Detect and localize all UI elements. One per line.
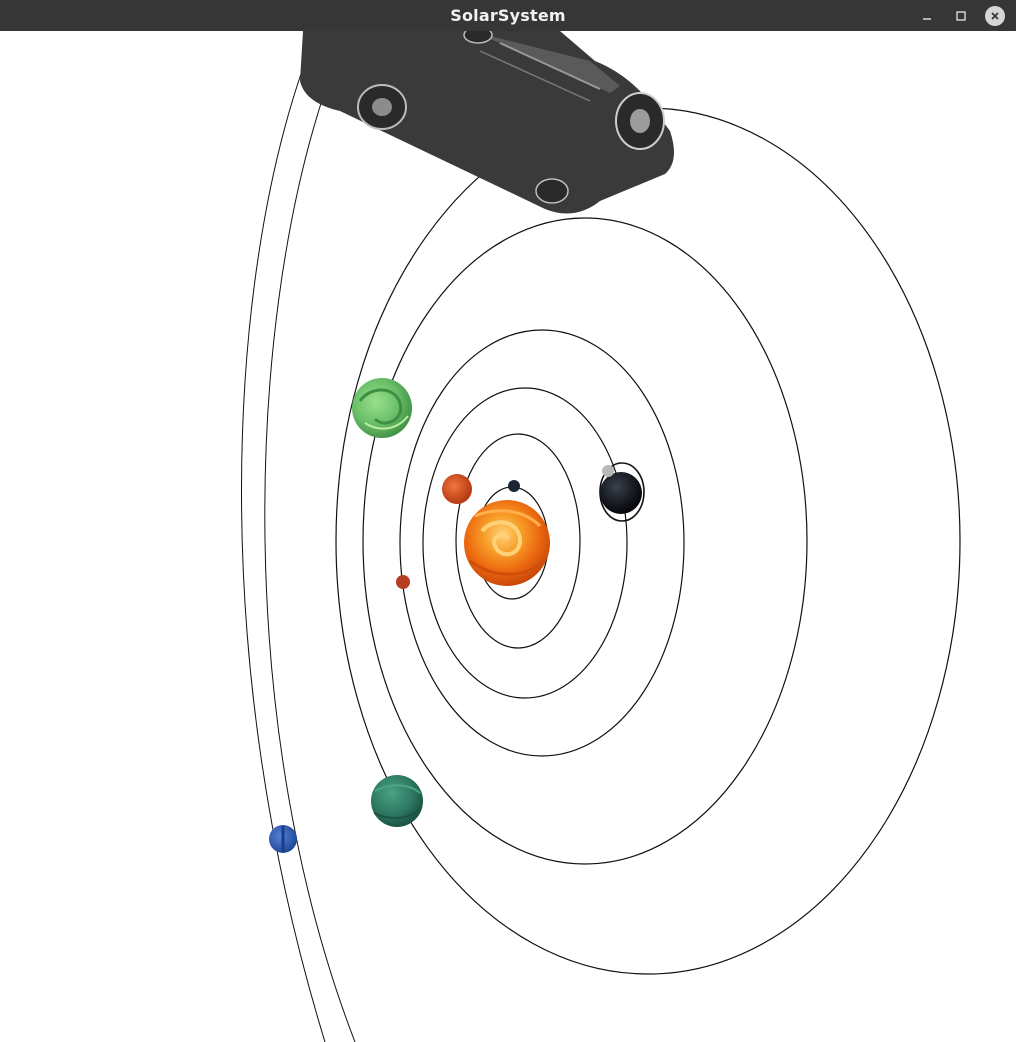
orbit-neptune-outer bbox=[264, 90, 356, 1042]
car-wheel-rear-hub bbox=[372, 98, 392, 116]
planet-mars[interactable] bbox=[600, 472, 642, 514]
window-controls bbox=[912, 0, 1010, 31]
maximize-icon bbox=[956, 10, 966, 21]
saturn-band bbox=[374, 784, 421, 794]
car-wheel-top bbox=[463, 31, 493, 44]
title-bar[interactable]: SolarSystem bbox=[0, 0, 1016, 31]
moon[interactable] bbox=[602, 465, 614, 477]
close-button[interactable] bbox=[980, 4, 1010, 28]
saturn-body bbox=[371, 775, 423, 827]
sun-body bbox=[464, 500, 550, 586]
3d-viewport[interactable] bbox=[0, 31, 1016, 1042]
sun-band bbox=[469, 559, 546, 576]
planet-mercury[interactable] bbox=[508, 480, 520, 492]
car-wheel-bottom bbox=[535, 178, 569, 204]
car-wheel-front-hub bbox=[630, 109, 650, 133]
car-window bbox=[470, 31, 620, 93]
jupiter-swirl-2 bbox=[364, 415, 409, 430]
saturn-band-2 bbox=[373, 808, 421, 819]
close-icon bbox=[991, 11, 999, 20]
car-trim bbox=[499, 42, 601, 90]
close-circle bbox=[985, 5, 1005, 26]
maximize-button[interactable] bbox=[946, 4, 976, 28]
sun[interactable] bbox=[464, 500, 550, 586]
planet-venus[interactable] bbox=[396, 575, 410, 589]
orbit-mars bbox=[399, 329, 685, 757]
planet-jupiter[interactable] bbox=[352, 378, 412, 438]
sun-swirl bbox=[480, 520, 523, 557]
planet-earth[interactable] bbox=[442, 474, 472, 504]
orbit-lines bbox=[241, 70, 961, 1042]
sun-band-2 bbox=[474, 509, 542, 528]
orbit-saturn bbox=[335, 107, 961, 975]
orbit-neptune-inner bbox=[241, 70, 326, 1042]
car-trim-2 bbox=[479, 50, 591, 102]
jupiter-swirl bbox=[358, 388, 403, 425]
planet-saturn[interactable] bbox=[371, 775, 423, 827]
orbit-jupiter bbox=[362, 217, 808, 865]
car-model bbox=[300, 31, 674, 214]
orbit-moon bbox=[599, 462, 645, 522]
minimize-icon bbox=[923, 17, 931, 20]
orbit-earth bbox=[422, 387, 628, 699]
window-title: SolarSystem bbox=[450, 6, 566, 25]
minimize-button[interactable] bbox=[912, 4, 942, 28]
scene-canvas[interactable] bbox=[0, 31, 1016, 1042]
orbit-venus bbox=[455, 433, 581, 649]
planet-neptune[interactable] bbox=[269, 825, 297, 853]
